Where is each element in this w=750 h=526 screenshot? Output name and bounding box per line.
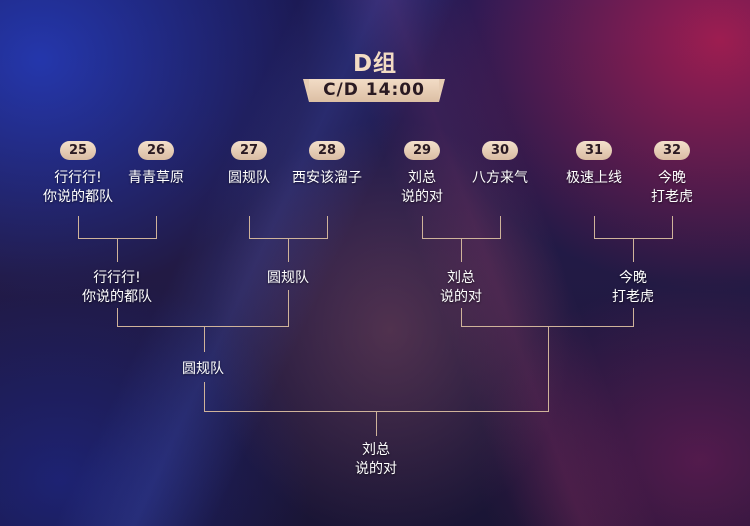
bracket-line — [633, 238, 634, 262]
bracket-line — [594, 216, 595, 238]
bracket-line — [672, 216, 673, 238]
seed-badge: 32 — [654, 141, 690, 160]
bracket-line — [78, 216, 79, 238]
seed-badge: 27 — [231, 141, 267, 160]
team-name-r1: 行行行!你说的都队 — [43, 170, 113, 205]
team-name-r1: 八方来气 — [472, 170, 528, 186]
bracket-line — [633, 308, 634, 326]
bracket-line — [288, 238, 289, 262]
bracket-line — [548, 352, 549, 411]
final-winner: 刘总说的对 — [355, 442, 397, 477]
team-name-r2: 今晚打老虎 — [612, 270, 654, 305]
bracket-line — [500, 216, 501, 238]
bracket-line — [117, 326, 289, 327]
team-name-r1: 今晚打老虎 — [651, 170, 693, 205]
bracket-line — [156, 216, 157, 238]
bracket-line — [461, 326, 634, 327]
team-name-r2: 刘总说的对 — [440, 270, 482, 305]
match-time-pill: C/D 14:00 — [303, 79, 445, 102]
bracket-line — [288, 290, 289, 326]
seed-badge: 26 — [138, 141, 174, 160]
bracket-line — [327, 216, 328, 238]
seed-badge: 29 — [404, 141, 440, 160]
bracket-line — [117, 238, 118, 262]
team-name-r2: 行行行!你说的都队 — [82, 270, 152, 305]
team-name-r2: 圆规队 — [267, 270, 309, 286]
team-name-r1: 西安该溜子 — [292, 170, 362, 186]
team-name-r1: 青青草原 — [128, 170, 184, 186]
bracket-line — [422, 216, 423, 238]
bracket-line — [117, 308, 118, 326]
bracket-line — [249, 216, 250, 238]
seed-badge: 31 — [576, 141, 612, 160]
bracket-line — [461, 308, 462, 326]
team-name-r1: 刘总说的对 — [401, 170, 443, 205]
seed-badge: 30 — [482, 141, 518, 160]
bracket-line — [204, 326, 205, 352]
bracket-line — [548, 326, 549, 352]
bracket-line — [376, 411, 377, 436]
seed-badge: 28 — [309, 141, 345, 160]
team-name-r1: 圆规队 — [228, 170, 270, 186]
team-name-r1: 极速上线 — [566, 170, 622, 186]
bracket-line — [204, 382, 205, 411]
seed-badge: 25 — [60, 141, 96, 160]
group-title: D组 — [352, 51, 398, 77]
team-name-r3: 圆规队 — [182, 361, 224, 377]
bracket-line — [461, 238, 462, 262]
